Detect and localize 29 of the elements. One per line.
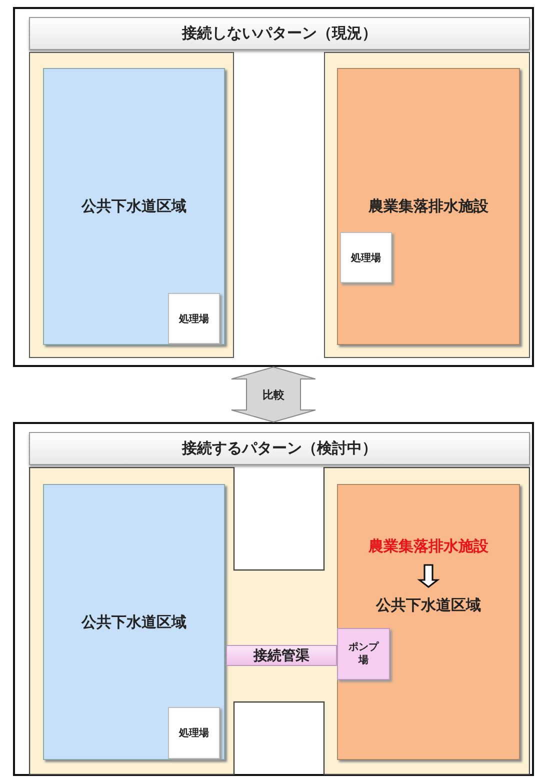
panel-frame — [13, 422, 534, 776]
title-bar — [29, 17, 530, 50]
box-label: 公共下水道区域 — [82, 612, 186, 632]
box-label: ポンプ場 — [348, 641, 380, 667]
double-arrow — [231, 366, 316, 423]
pump-station-box — [337, 628, 390, 680]
treatment-plant-box — [340, 232, 392, 283]
box-label: 処理場 — [351, 252, 381, 264]
box-label: 処理場 — [179, 312, 209, 326]
sewer-area-box — [43, 68, 225, 345]
rural-drainage-box — [337, 484, 520, 760]
box-label: 農業集落排水施設 — [368, 197, 488, 216]
treatment-plant-box — [168, 293, 220, 344]
box-label: 処理場 — [179, 726, 209, 740]
panel-heading: 接続しないパターン（現況） — [182, 24, 377, 43]
connecting-pipe-bar — [226, 645, 337, 666]
sewer-area-box — [43, 484, 225, 760]
box-label: 公共下水道区域 — [82, 197, 186, 216]
panel-frame — [13, 7, 534, 367]
area-band — [29, 52, 234, 358]
rural-drainage-box — [337, 68, 520, 345]
treatment-plant-box — [168, 707, 220, 759]
panel-heading: 接続するパターン（検討中） — [182, 439, 377, 458]
down-arrow — [417, 564, 440, 588]
area-label: 農業集落排水施設 — [368, 536, 488, 556]
box-label: 接続管渠 — [254, 646, 310, 664]
area-band — [324, 52, 530, 358]
area-label: 公共下水道区域 — [376, 596, 481, 614]
title-bar — [29, 432, 530, 465]
